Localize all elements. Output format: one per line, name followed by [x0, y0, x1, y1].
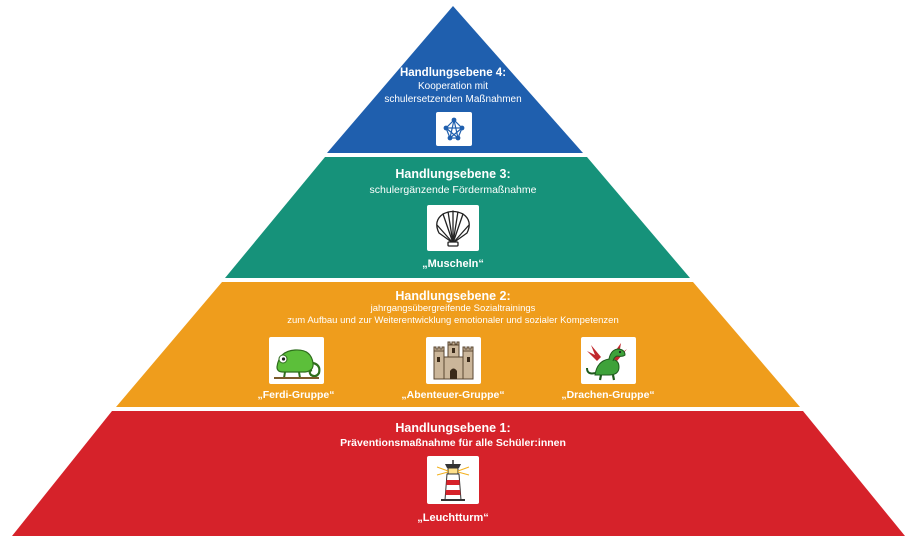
- dragon-icon: [581, 337, 636, 384]
- level-2-group-label-1: „Ferdi-Gruppe“: [257, 389, 335, 401]
- level-3-text: Handlungsebene 3: schulergänzende Förder…: [300, 166, 606, 198]
- level-4-band: [327, 6, 583, 153]
- level-3-heading: Handlungsebene 3:: [395, 167, 511, 181]
- level-3-line-1: schulergänzende Fördermaßnahme: [369, 184, 537, 196]
- level-1-text: Handlungsebene 1: Präventionsmaßnahme fü…: [250, 420, 656, 450]
- level-4-heading: Handlungsebene 4:: [399, 67, 507, 79]
- level-2-line-2: zum Aufbau und zur Weiterentwicklung emo…: [287, 315, 619, 326]
- level-1-group-label: „Leuchtturm“: [417, 512, 489, 524]
- level-3-group-label: „Muscheln“: [422, 258, 484, 270]
- level-2-group-label-2: „Abenteuer-Gruppe“: [401, 389, 505, 401]
- chameleon-icon: [269, 337, 324, 384]
- castle-icon: [426, 337, 481, 384]
- level-4-line-1: Kooperation mit: [417, 81, 489, 92]
- level-4-line-2: schulersetzenden Maßnahmen: [384, 94, 522, 105]
- level-4-text: Handlungsebene 4: Kooperation mit schule…: [355, 66, 551, 106]
- level-2-heading: Handlungsebene 2:: [395, 289, 511, 303]
- level-2-group-label-3: „Drachen-Gruppe“: [561, 389, 655, 401]
- level-1-heading: Handlungsebene 1:: [395, 421, 511, 435]
- level-1-line-1: Präventionsmaßnahme für alle Schüler:inn…: [340, 437, 566, 449]
- level-2-line-1: jahrgangsübergreifende Sozialtrainings: [370, 303, 536, 314]
- network-icon: [436, 112, 472, 146]
- lighthouse-icon: [427, 456, 479, 504]
- level-2-text: Handlungsebene 2: jahrgangsübergreifende…: [230, 289, 676, 327]
- shell-icon: [427, 205, 479, 251]
